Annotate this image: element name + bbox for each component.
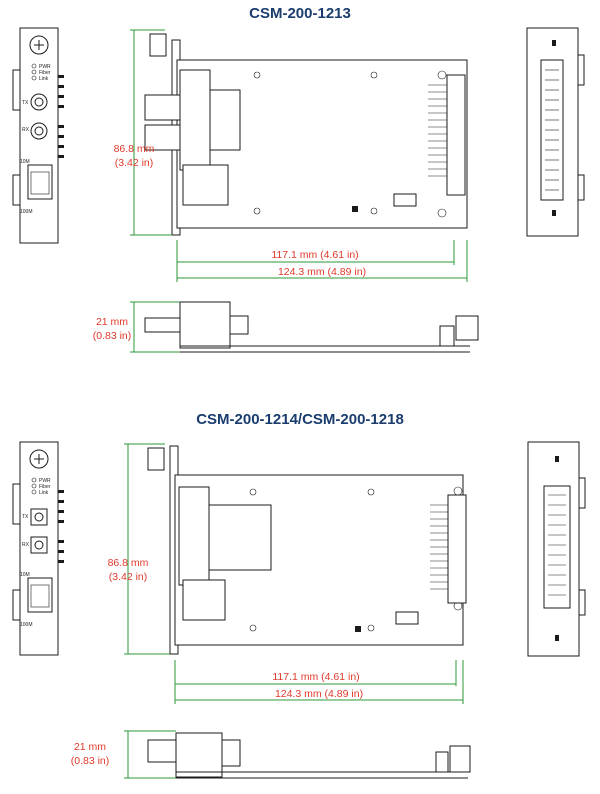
dim-depth2-bottom: 124.3 mm (4.89 in) <box>275 688 363 700</box>
rear-view-bottom <box>527 441 586 657</box>
label-10m-top: 10M <box>20 159 30 165</box>
top-view-top <box>144 301 479 353</box>
label-rx-top: RX <box>22 127 30 133</box>
title-top: CSM-200-1213 <box>249 5 351 22</box>
dimension-lines-top <box>130 29 468 282</box>
dim-depth1-top: 117.1 mm (4.61 in) <box>271 249 358 261</box>
dim-height-mm-bottom: 86.8 mm <box>108 557 149 569</box>
dimension-lines-bottom <box>124 443 464 704</box>
dimension-lines-thickness-top <box>130 301 180 353</box>
dim-thick-in-bottom: (0.83 in) <box>71 755 110 767</box>
label-fiber-top: Fiber <box>39 70 51 76</box>
label-100m-bottom: 100M <box>20 622 33 628</box>
rear-view-top <box>526 27 585 237</box>
label-tx-top: TX <box>22 100 29 106</box>
top-view-bottom <box>147 732 471 779</box>
label-10m-bottom: 10M <box>20 572 30 578</box>
dim-thick-in-top: (0.83 in) <box>93 330 132 342</box>
label-fiber-bottom: Fiber <box>39 484 51 490</box>
label-link-top: Link <box>39 76 49 82</box>
front-panel-bottom: PWR Fiber Link TX RX 10M 100M <box>12 441 64 656</box>
dim-height-in-top: (3.42 in) <box>115 157 154 169</box>
label-100m-top: 100M <box>20 209 33 215</box>
front-panel-top: PWR Fiber Link TX RX 10M 100M <box>12 27 64 244</box>
side-view-bottom <box>147 445 467 655</box>
label-tx-bottom: TX <box>22 514 29 520</box>
dim-height-in-bottom: (3.42 in) <box>109 571 148 583</box>
dim-thick-mm-bottom: 21 mm <box>74 741 106 753</box>
label-pwr-bottom: PWR <box>39 478 51 484</box>
label-rx-bottom: RX <box>22 542 30 548</box>
dim-depth2-top: 124.3 mm (4.89 in) <box>278 266 366 278</box>
side-view-top <box>144 33 468 236</box>
title-bottom: CSM-200-1214/CSM-200-1218 <box>196 411 404 428</box>
dimension-lines-thickness-bottom <box>124 730 176 779</box>
label-pwr-top: PWR <box>39 64 51 70</box>
dim-thick-mm-top: 21 mm <box>96 316 128 328</box>
dim-height-mm-top: 86.8 mm <box>114 143 155 155</box>
dim-depth1-bottom: 117.1 mm (4.61 in) <box>272 671 359 683</box>
label-link-bottom: Link <box>39 490 49 496</box>
